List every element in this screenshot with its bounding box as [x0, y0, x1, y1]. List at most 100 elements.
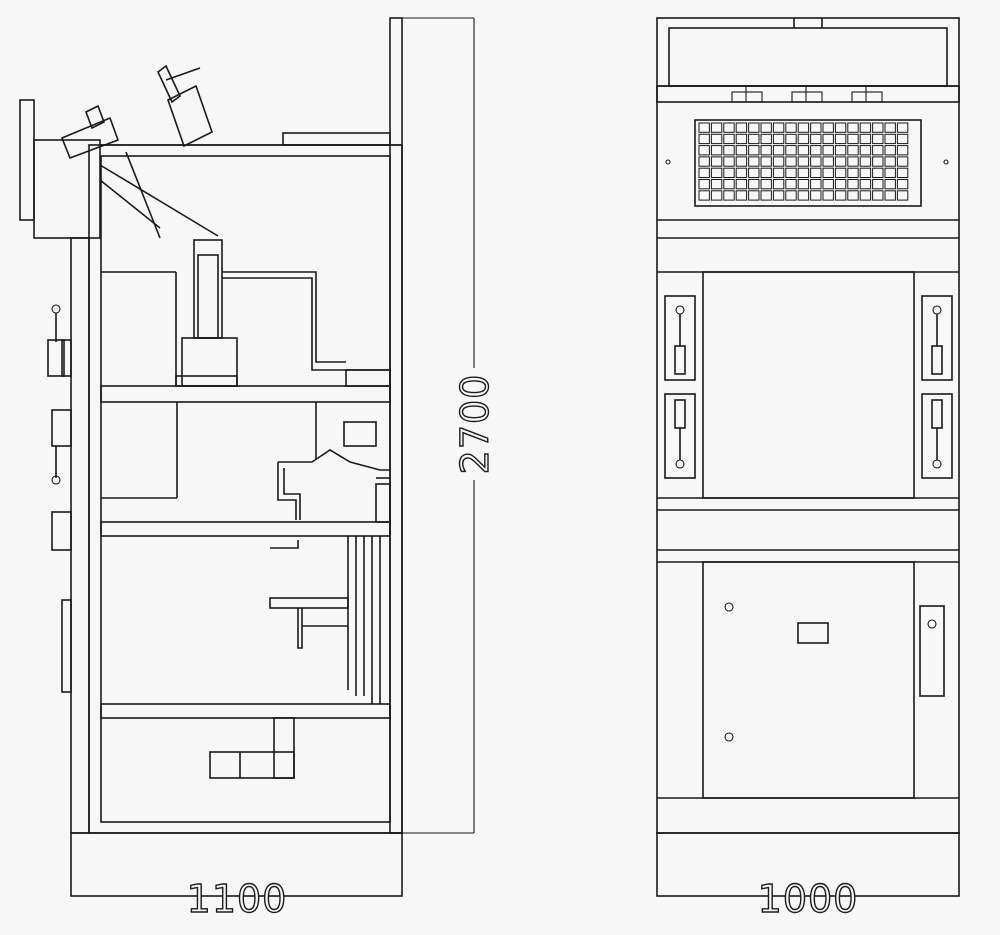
grille-cell	[748, 179, 760, 190]
middle-door	[702, 271, 915, 499]
dim-1100-label: 1100	[187, 877, 288, 921]
grille-cell	[847, 167, 859, 178]
grille-cell	[797, 133, 810, 145]
grille-cell	[723, 179, 735, 190]
nameplate	[797, 622, 829, 644]
grille-cell	[710, 167, 723, 178]
grille-cell	[822, 133, 834, 145]
grille-cell	[772, 122, 785, 133]
grille-cell	[859, 122, 872, 133]
grille-cell	[760, 122, 772, 133]
grille-cell	[847, 156, 859, 167]
grille-cell	[859, 145, 872, 156]
grille-cell	[698, 179, 710, 190]
grille-cell	[723, 190, 735, 201]
grille-cell	[872, 133, 884, 145]
grille-cell	[834, 133, 847, 145]
grille-cell	[872, 122, 884, 133]
height-dimension	[402, 17, 475, 834]
side-view: 1100 2700	[19, 17, 498, 922]
grille-cell	[834, 190, 847, 201]
grille-cell	[822, 122, 834, 133]
grille-cell	[710, 179, 723, 190]
grille-cell	[884, 156, 896, 167]
grille-cell	[723, 145, 735, 156]
grille-cell	[748, 190, 760, 201]
grille-cell	[760, 179, 772, 190]
grille-cell	[710, 156, 723, 167]
grille-cell	[896, 179, 909, 190]
grille-cell	[710, 145, 723, 156]
grille-cell	[872, 179, 884, 190]
grille-cell	[896, 122, 909, 133]
grille-cell	[760, 156, 772, 167]
grille-cell	[772, 179, 785, 190]
grille-cell	[723, 156, 735, 167]
dim-2700-label: 2700	[453, 374, 497, 475]
grille-cell	[760, 133, 772, 145]
grille-cell	[822, 145, 834, 156]
grille-cell	[723, 133, 735, 145]
grille-cell	[772, 133, 785, 145]
breaker-upper	[101, 239, 391, 387]
grille-cell	[698, 190, 710, 201]
grille-cell	[735, 167, 748, 178]
grille-cell	[735, 122, 748, 133]
grille-cell	[723, 122, 735, 133]
inclined-bushing	[60, 64, 219, 239]
grille-cell	[772, 167, 785, 178]
grille-cell	[698, 122, 710, 133]
grille-cell	[847, 190, 859, 201]
bottom-compartment	[209, 717, 295, 779]
grille-cell	[797, 122, 810, 133]
grille-cell	[797, 179, 810, 190]
grille-cell	[810, 156, 822, 167]
left-instruments	[664, 295, 696, 479]
grille-cell	[896, 190, 909, 201]
grille-cell	[710, 122, 723, 133]
grille-cell	[847, 179, 859, 190]
grille-cell	[822, 156, 834, 167]
grille-cell	[760, 167, 772, 178]
grille-cell	[834, 145, 847, 156]
grille-cell	[847, 133, 859, 145]
grille-cell	[785, 190, 797, 201]
grille-cell	[896, 167, 909, 178]
grille-cell	[710, 190, 723, 201]
grille-cell	[760, 190, 772, 201]
grille-cell	[748, 167, 760, 178]
grille-cell	[834, 156, 847, 167]
grille-cell	[884, 190, 896, 201]
grille-cell	[760, 145, 772, 156]
grille-cell	[896, 133, 909, 145]
grille-cell	[797, 145, 810, 156]
grille-cell	[698, 145, 710, 156]
grille-cell	[810, 167, 822, 178]
grille-cell	[896, 156, 909, 167]
door-handles	[47, 304, 72, 693]
grille-cell	[822, 190, 834, 201]
grille-cell	[872, 145, 884, 156]
grille-cell	[834, 167, 847, 178]
grille-cell	[772, 190, 785, 201]
grille-cell	[859, 167, 872, 178]
grille-cell	[822, 179, 834, 190]
vent-grille-cells	[698, 122, 909, 201]
grille-cell	[834, 179, 847, 190]
grille-cell	[735, 190, 748, 201]
grille-cell	[735, 145, 748, 156]
grille-cell	[723, 167, 735, 178]
front-view: 1000	[656, 17, 960, 922]
grille-cell	[748, 133, 760, 145]
grille-cell	[785, 122, 797, 133]
grille-cell	[735, 156, 748, 167]
grille-cell	[896, 145, 909, 156]
grille-cell	[859, 133, 872, 145]
grille-cell	[859, 156, 872, 167]
grille-cell	[859, 179, 872, 190]
lower-door-handle	[919, 605, 945, 697]
vent-grille	[694, 119, 922, 207]
grille-cell	[822, 167, 834, 178]
grille-cell	[884, 122, 896, 133]
grille-cell	[797, 167, 810, 178]
